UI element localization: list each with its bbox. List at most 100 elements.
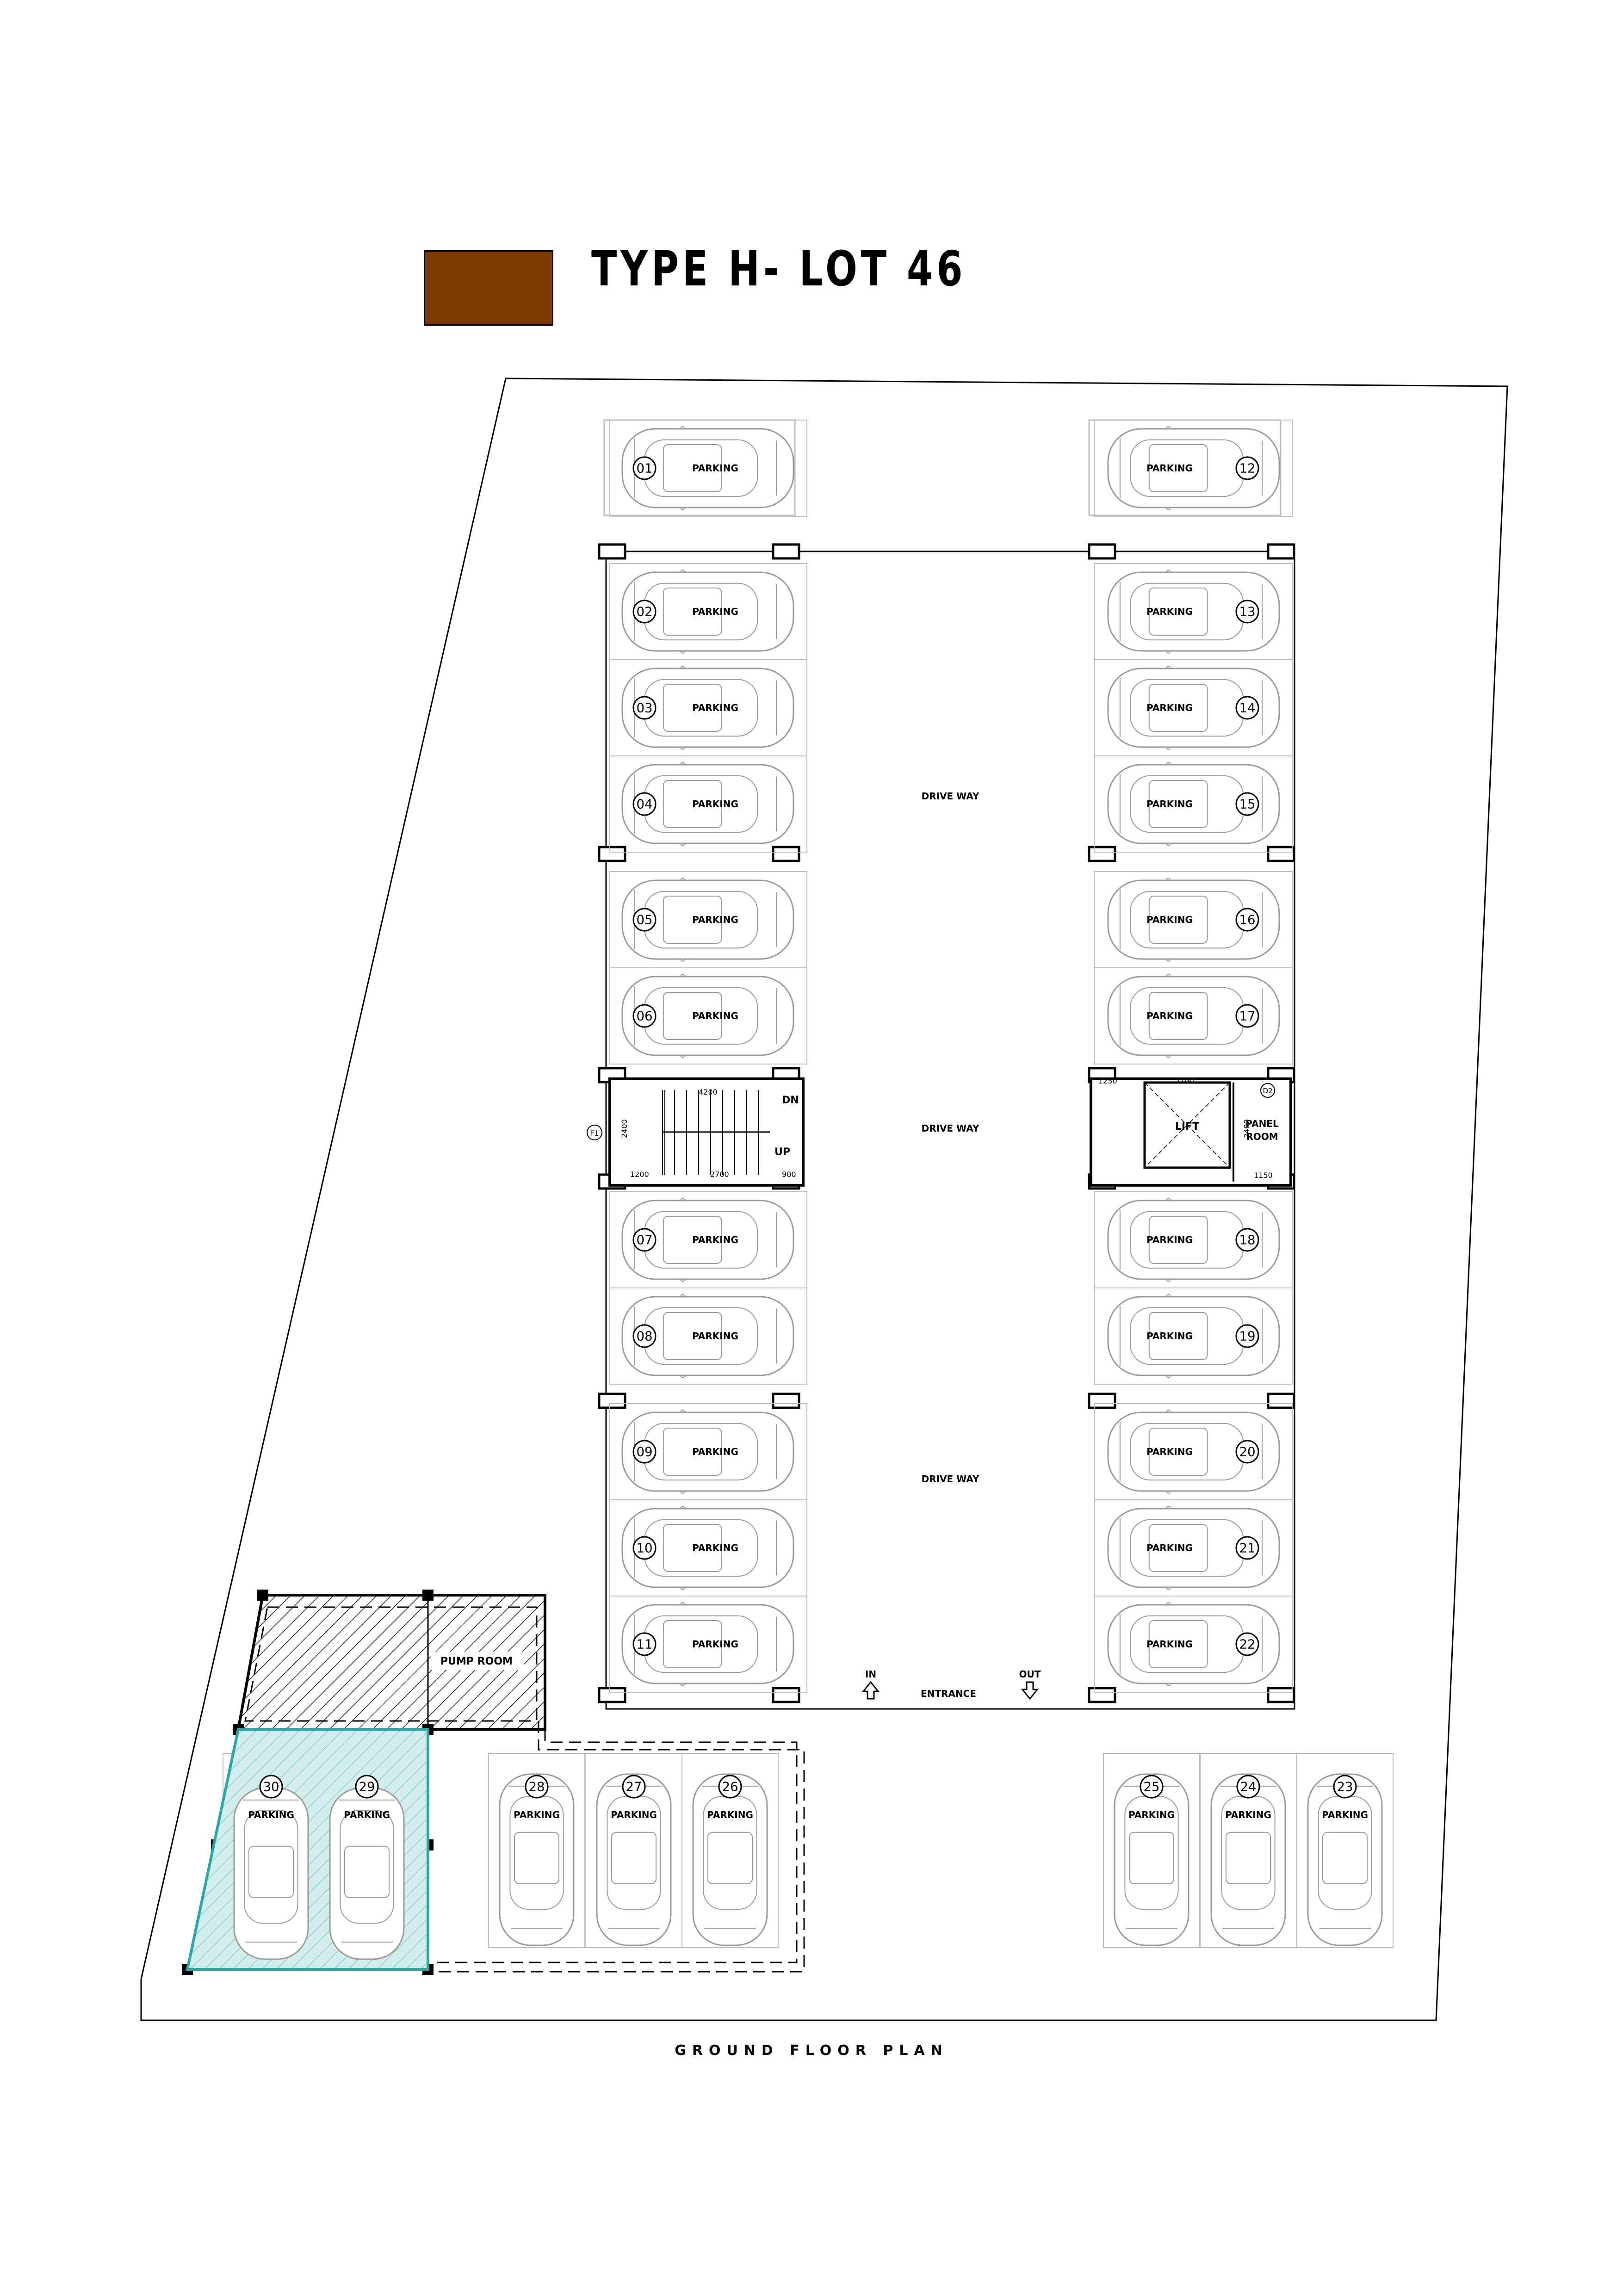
parking-number-badge (1235, 1324, 1259, 1348)
parking-label: PARKING (1146, 1331, 1193, 1342)
parking-number-badge (1235, 1632, 1259, 1656)
column (1267, 1687, 1295, 1703)
lift-dim-top-left: 1250 (1098, 1077, 1117, 1085)
stair-dim-bottom-right: 900 (782, 1170, 796, 1179)
parking-number: 21 (1239, 1541, 1255, 1556)
parking-number: 01 (636, 461, 652, 476)
stair-dim-bottom-left: 1200 (630, 1170, 649, 1179)
parking-label: PARKING (1146, 914, 1193, 925)
parking-number-badge (1235, 600, 1259, 624)
drive-way-label-bottom: DRIVE WAY (922, 1473, 979, 1485)
panel-tag-circle (1260, 1083, 1275, 1098)
in-arrow-icon (861, 1681, 880, 1700)
parking-number: 09 (636, 1444, 652, 1460)
column (1267, 543, 1295, 560)
parking-number-badge (1235, 1536, 1259, 1560)
parking-number-badge (525, 1775, 549, 1799)
lift-dim-top-mid: 2100 (1175, 1077, 1194, 1085)
column (772, 1392, 800, 1409)
drive-way-label-top: DRIVE WAY (922, 791, 979, 802)
stair-up-label: UP (774, 1146, 790, 1158)
parking-label: PARKING (692, 606, 738, 617)
parking-number: 15 (1239, 797, 1255, 812)
parking-number-badge (1140, 1775, 1164, 1799)
parking-number-badge (1235, 456, 1259, 480)
parking-number: 22 (1239, 1637, 1255, 1652)
parking-label: PARKING (692, 798, 738, 810)
column (772, 846, 800, 862)
parking-label: PARKING (1322, 1809, 1368, 1820)
column (1088, 846, 1116, 862)
column (1088, 543, 1116, 560)
parking-number-badge (632, 1632, 657, 1656)
parking-label: PARKING (707, 1809, 753, 1820)
column (598, 1687, 626, 1703)
staircase: DN UP 4200 2400 1200 2700 900 F1 (587, 1077, 805, 1187)
parking-number: 23 (1337, 1779, 1353, 1795)
parking-number-badge (632, 1536, 657, 1560)
stair-tag-circle (587, 1125, 602, 1140)
parking-number: 08 (636, 1329, 652, 1344)
pump-room-label: PUMP ROOM (440, 1656, 513, 1667)
parking-label: PARKING (1146, 1639, 1193, 1650)
parking-label: PARKING (692, 1234, 738, 1245)
parking-number-badge (632, 1440, 657, 1464)
column (598, 543, 626, 560)
parking-number: 27 (626, 1779, 642, 1795)
parking-number-badge (1333, 1775, 1357, 1799)
entrance-label: ENTRANCE (921, 1688, 976, 1699)
parking-number-badge (1235, 1228, 1259, 1252)
lift-dim-side: 2400 (1242, 1119, 1251, 1138)
lift-core: LIFT PANEL ROOM 1250 2100 2400 1150 D2 (1090, 1077, 1292, 1187)
parking-number-badge (632, 908, 657, 932)
stair-tag: F1 (590, 1129, 599, 1138)
parking-number: 06 (636, 1009, 652, 1024)
parking-label: PARKING (514, 1809, 560, 1820)
panel-room-label-1: PANEL (1245, 1118, 1279, 1129)
out-label: OUT (1019, 1669, 1041, 1680)
plan-caption: GROUND FLOOR PLAN (675, 2042, 948, 2059)
parking-number: 24 (1240, 1779, 1256, 1795)
pump-room: PUMP ROOM (236, 1594, 546, 1731)
parking-number: 13 (1239, 604, 1255, 619)
column (1267, 846, 1295, 862)
column (598, 1392, 626, 1409)
parking-number-badge (1235, 1440, 1259, 1464)
parking-number: 25 (1143, 1779, 1159, 1795)
parking-number-badge (355, 1775, 379, 1799)
parking-space: 08 PARKING (621, 1294, 794, 1378)
parking-number: 30 (263, 1779, 279, 1795)
column (1088, 1392, 1116, 1409)
parking-label: PARKING (692, 1010, 738, 1021)
parking-number-badge (632, 600, 657, 624)
parking-number-badge (1236, 1775, 1260, 1799)
parking-number: 14 (1239, 700, 1255, 716)
parking-number-badge (632, 1004, 657, 1028)
parking-number: 02 (636, 604, 652, 619)
legend-color-swatch (424, 250, 553, 326)
parking-number-badge (1235, 792, 1259, 816)
extension-dashed-outline (430, 1721, 805, 1973)
column (1088, 1687, 1116, 1703)
parking-number-badge (632, 1228, 657, 1252)
parking-label: PARKING (692, 1331, 738, 1342)
site-boundary (140, 378, 1508, 2021)
